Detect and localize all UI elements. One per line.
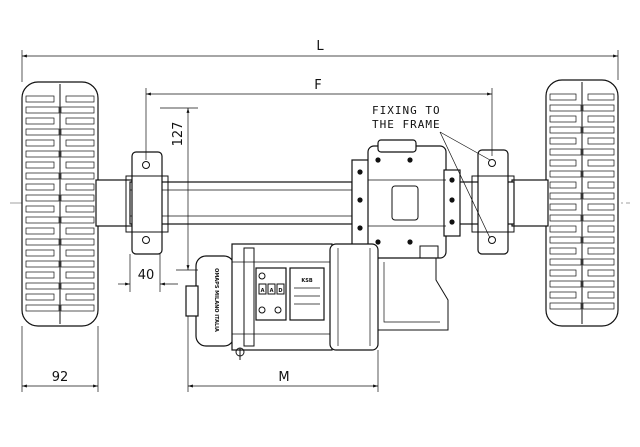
motor-terminal-label-1: A — [261, 288, 265, 294]
gearbox-housing — [351, 139, 461, 331]
left-wheel — [21, 81, 133, 327]
dimension-40: 40 — [118, 254, 178, 292]
dimension-L-label: L — [316, 39, 324, 54]
gearbox-bolts — [357, 157, 455, 245]
dimension-F: F — [145, 78, 493, 160]
dimension-M-label: M — [278, 370, 289, 385]
dimension-M: M — [187, 316, 379, 392]
motor-terminal-label-3: D — [278, 288, 282, 294]
dimension-127: 127 — [160, 107, 198, 271]
fixing-note-line2: THE FRAME — [372, 118, 441, 131]
left-mounting-bracket — [125, 151, 169, 255]
right-wheel-tread — [549, 93, 615, 310]
motor-terminal-label-2: A — [270, 288, 274, 294]
fixing-note-line1: FIXING TO — [372, 104, 441, 117]
fixing-note: FIXING TO THE FRAME — [372, 104, 491, 239]
right-mounting-bracket — [471, 149, 515, 255]
electric-motor: A A D KSB OMAPS MILANO ITALIA — [185, 243, 379, 360]
dimension-L: L — [21, 39, 619, 82]
dimension-F-label: F — [314, 78, 321, 93]
right-wheel — [511, 79, 619, 327]
dimension-92: 92 — [21, 326, 99, 392]
dimension-127-label: 127 — [171, 122, 186, 147]
left-wheel-tread — [25, 95, 95, 312]
motor-maker: OMAPS MILANO ITALIA — [213, 268, 219, 332]
dimension-92-label: 92 — [52, 370, 69, 385]
dimension-40-label: 40 — [138, 268, 155, 283]
motor-logo: KSB — [301, 278, 312, 284]
